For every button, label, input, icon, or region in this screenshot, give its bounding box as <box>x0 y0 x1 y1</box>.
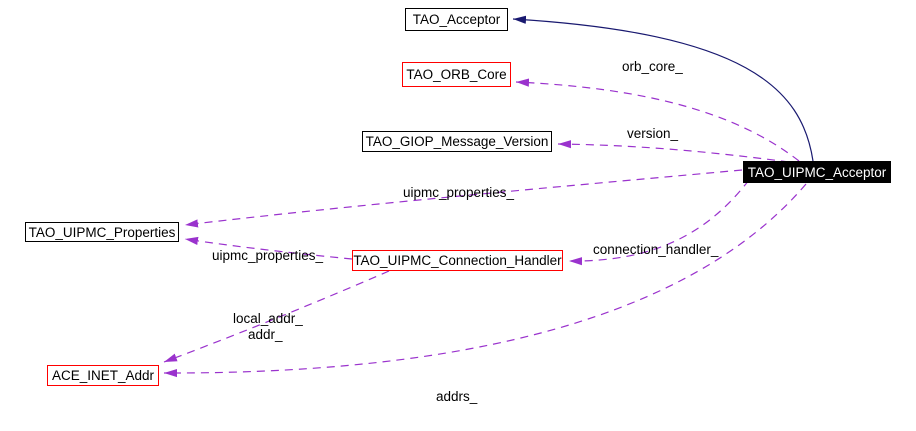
edge-label-addrs: addrs_ <box>436 389 478 404</box>
class-node-ace-inet-addr[interactable]: ACE_INET_Addr <box>47 365 159 386</box>
edge-uipmc-properties-from-acceptor <box>184 169 743 228</box>
class-node-tao-uipmc-properties[interactable]: TAO_UIPMC_Properties <box>25 222 179 242</box>
edge-label-uipmc-properties-lower: uipmc_properties_ <box>212 248 324 263</box>
edge-uipmc-properties-from-handler <box>184 236 353 260</box>
edge-version <box>557 140 790 163</box>
class-node-tao-giop-message-version[interactable]: TAO_GIOP_Message_Version <box>362 131 552 152</box>
class-node-tao-uipmc-connection-handler[interactable]: TAO_UIPMC_Connection_Handler <box>352 250 563 271</box>
edge-label-orb-core: orb_core_ <box>622 59 683 74</box>
class-node-tao-orb-core[interactable]: TAO_ORB_Core <box>402 62 511 87</box>
edge-label-addr: addr_ <box>248 327 283 342</box>
edge-label-uipmc-properties-upper: uipmc_properties_ <box>403 185 515 200</box>
edge-label-version: version_ <box>627 126 679 141</box>
edge-local-addr <box>163 270 390 363</box>
edge-inheritance-tao-acceptor <box>512 15 814 162</box>
edge-label-local-addr: local_addr_ <box>233 311 303 326</box>
edge-orb-core <box>515 78 800 162</box>
class-node-tao-uipmc-acceptor: TAO_UIPMC_Acceptor <box>743 161 891 183</box>
edge-connection-handler <box>568 179 750 266</box>
edge-label-connection-handler: connection_handler_ <box>593 242 719 257</box>
edge-addrs <box>163 183 807 378</box>
class-node-tao-acceptor[interactable]: TAO_Acceptor <box>405 8 508 31</box>
